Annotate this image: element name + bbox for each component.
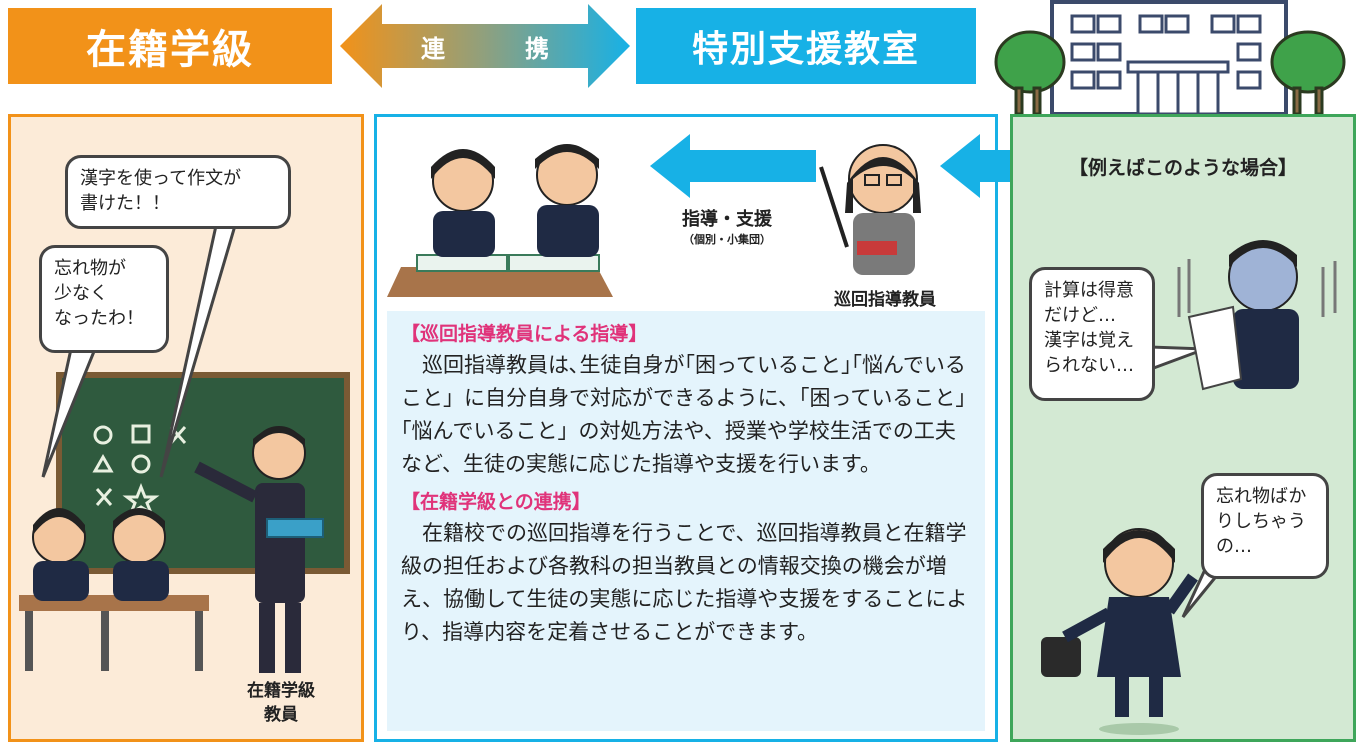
homeroom-teacher-label: 在籍学級 教員 [247, 681, 315, 725]
support-sub-label: （個別・小集団） [683, 233, 771, 246]
classroom-illustration [19, 210, 350, 673]
homeroom-panel: 漢字を使って作文が 書けた！！ 忘れ物が 少なく なったわ！ 在籍学級 教員 [8, 114, 364, 742]
header-special-support-label: 特別支援教室 [636, 8, 976, 84]
support-label: 指導・支援 [682, 209, 772, 230]
left-arrow-icon [650, 134, 816, 198]
speech-bubble-kanji: 漢字を使って作文が 書けた！！ [65, 155, 291, 229]
itinerant-teacher-label: 巡回指導教員 [834, 290, 936, 310]
header-homeroom-label: 在籍学級 [8, 8, 332, 84]
speech-bubble-forgot: 忘れ物が 少なく なったわ！ [39, 245, 169, 353]
speech-bubble-forget: 忘れ物ばか りしちゃう の… [1201, 473, 1329, 579]
double-arrow-icon [340, 4, 630, 88]
left-arrow-icon [940, 134, 1032, 198]
school-building-icon [994, 0, 1346, 116]
special-support-panel: 指導・支援 （個別・小集団） 巡回指導教員 【巡回指導教員による指導】 巡回指導… [374, 114, 998, 742]
students-desk-illustration [387, 144, 921, 297]
example-title: 【例えばこのような場合】 [1068, 157, 1297, 179]
connector-label: 連 携 [421, 34, 577, 63]
section-body-guidance: 巡回指導教員は､生徒自身が｢困っていること｣｢悩んでいること」に自分自身で対応が… [401, 353, 966, 476]
students-trouble-illustration [1041, 240, 1337, 735]
description-box: 【巡回指導教員による指導】 巡回指導教員は､生徒自身が｢困っていること｣｢悩んで… [387, 311, 985, 731]
section-title-cooperation: 【在籍学級との連携】 [401, 491, 591, 513]
section-body-cooperation: 在籍校での巡回指導を行うことで、巡回指導教員と在籍学級の担任および各教科の担当教… [401, 521, 968, 644]
speech-bubble-calc: 計算は得意 だけど… 漢字は覚え られない… [1029, 267, 1155, 401]
section-title-guidance: 【巡回指導教員による指導】 [401, 323, 648, 345]
example-panel: 【例えばこのような場合】 計算は得意 だけど… 漢字は覚え られない… 忘れ物ば… [1010, 114, 1356, 742]
